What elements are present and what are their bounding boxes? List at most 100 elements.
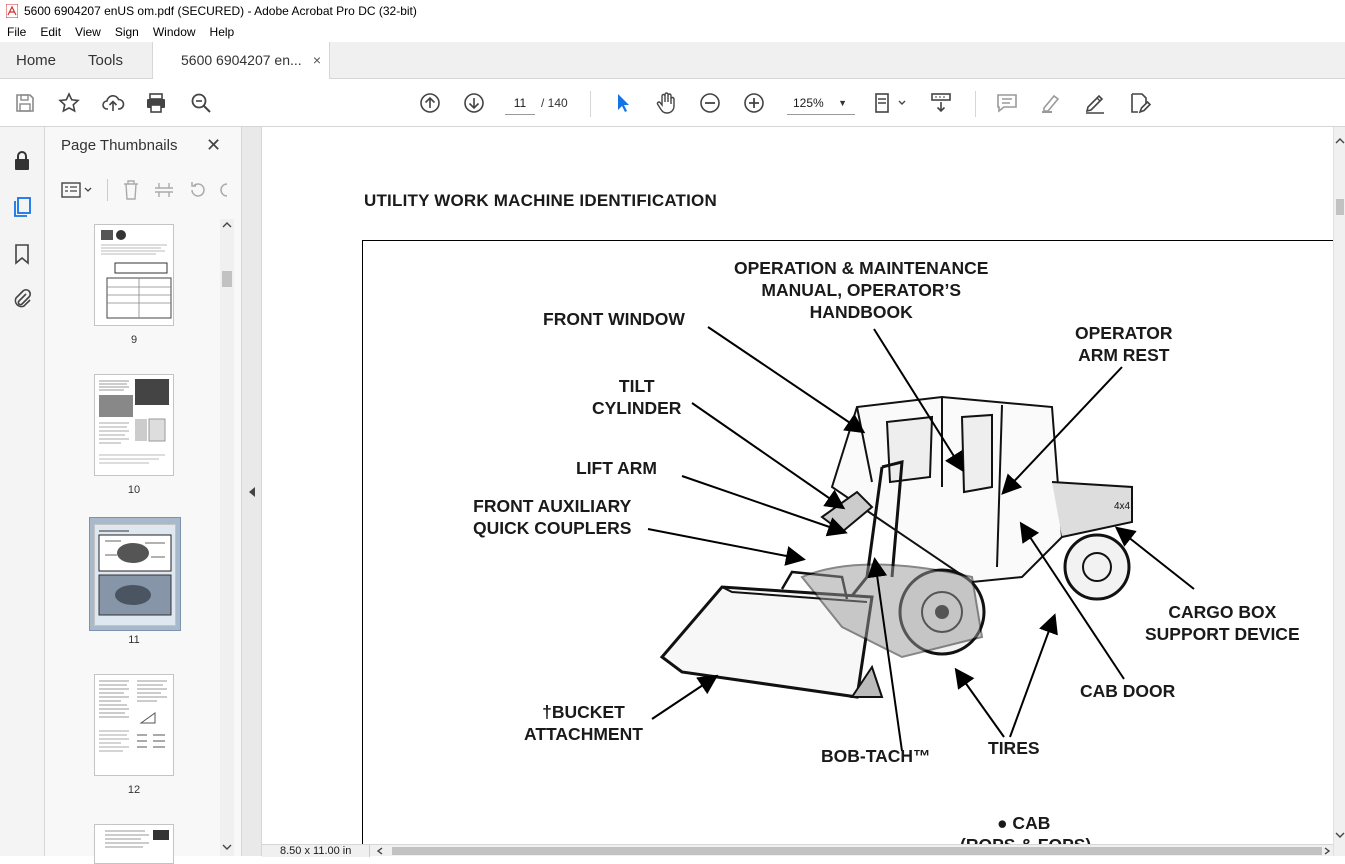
fit-page-icon[interactable] (873, 91, 909, 115)
window-titlebar: 5600 6904207 enUS om.pdf (SECURED) - Ado… (0, 0, 1345, 22)
comment-icon[interactable] (995, 91, 1019, 115)
thumbnails-panel: Page Thumbnails ✕ 9 10 (45, 127, 242, 864)
page-thumbnails-icon[interactable] (10, 195, 34, 219)
thumbnail-page-number: 10 (127, 484, 141, 496)
callout-tilt-cylinder-line2: CYLINDER (592, 398, 682, 418)
panel-collapse-strip[interactable] (242, 127, 262, 856)
callout-om-manual-line1: OPERATION & MAINTENANCE (734, 258, 989, 278)
chevron-right-icon[interactable] (1323, 847, 1331, 855)
callout-leader-lines (647, 326, 1195, 752)
rotate-icon[interactable] (187, 179, 209, 201)
tab-home[interactable]: Home (16, 52, 57, 69)
thumbnails-scrollbar[interactable] (220, 219, 234, 856)
star-icon[interactable] (57, 91, 81, 115)
callout-cab-door: CAB DOOR (1080, 681, 1176, 701)
scroll-mode-icon[interactable] (929, 91, 953, 115)
tab-document[interactable]: 5600 6904207 en... × (152, 42, 330, 80)
print-icon[interactable] (144, 91, 168, 115)
left-rail (0, 127, 45, 856)
callout-tilt-cylinder: TILT CYLINDER (592, 375, 681, 419)
edit-pdf-icon[interactable] (1127, 91, 1152, 115)
page-size-label: 8.50 x 11.00 in (262, 845, 370, 857)
save-icon[interactable] (13, 91, 37, 115)
page-up-icon[interactable] (418, 91, 442, 115)
panel-title: Page Thumbnails (61, 137, 178, 154)
extract-page-icon[interactable] (153, 179, 175, 201)
thumbnail-options-icon[interactable] (61, 181, 95, 199)
page-down-icon[interactable] (462, 91, 486, 115)
menu-edit[interactable]: Edit (40, 25, 62, 39)
page-heading: UTILITY WORK MACHINE IDENTIFICATION (364, 191, 717, 210)
chevron-down-icon[interactable] (222, 843, 232, 851)
thumbnail-page[interactable] (94, 224, 174, 326)
scrollbar-thumb[interactable] (392, 847, 1322, 855)
svg-text:4x4: 4x4 (1114, 501, 1131, 512)
rotate-clockwise-icon[interactable] (217, 179, 229, 201)
chevron-up-icon[interactable] (1335, 137, 1345, 145)
thumbnail-page-number: 11 (128, 634, 140, 646)
thumbnail-page[interactable] (94, 674, 174, 776)
callout-bucket-line2: ATTACHMENT (524, 724, 643, 744)
callout-bucket-attachment: †BUCKET ATTACHMENT (524, 701, 643, 745)
callout-operator-arm-rest-line1: OPERATOR (1075, 323, 1173, 343)
scrollbar-thumb[interactable] (1336, 199, 1344, 215)
callout-front-aux-couplers: FRONT AUXILIARY QUICK COUPLERS (473, 495, 631, 539)
zoom-in-icon[interactable] (742, 91, 766, 115)
thumbnail-page[interactable] (94, 824, 174, 864)
toolbar (0, 79, 1345, 127)
tab-close-icon[interactable]: × (312, 52, 321, 68)
thumbnail-page[interactable] (94, 524, 176, 626)
page-preview-icon (99, 680, 167, 752)
select-arrow-icon[interactable] (611, 91, 635, 115)
callout-tilt-cylinder-line1: TILT (618, 376, 655, 396)
page-preview-icon (105, 830, 169, 848)
tab-tools[interactable]: Tools (88, 52, 124, 69)
chevron-down-icon: ▼ (838, 98, 847, 108)
callout-rops-fops: (ROPS & FOPS) (960, 834, 1091, 844)
callout-lift-arm: LIFT ARM (576, 458, 657, 478)
document-horizontal-scrollbar[interactable]: 8.50 x 11.00 in (262, 844, 1333, 857)
callout-cargo-box-line2: SUPPORT DEVICE (1145, 624, 1300, 644)
lock-icon[interactable] (10, 149, 34, 173)
pdf-page: UTILITY WORK MACHINE IDENTIFICATION 4x4 (262, 127, 1333, 844)
menu-help[interactable]: Help (209, 25, 235, 39)
menu-file[interactable]: File (7, 25, 27, 39)
utility-work-machine-illustration: 4x4 (659, 395, 1133, 699)
menu-view[interactable]: View (75, 25, 101, 39)
callout-operator-arm-rest-line2: ARM REST (1078, 345, 1170, 365)
callout-bucket-line1: †BUCKET (542, 702, 625, 722)
attachment-icon[interactable] (10, 287, 34, 311)
page-number-input[interactable]: 11 (505, 91, 535, 115)
toolbar-divider (975, 91, 976, 117)
bookmark-icon[interactable] (10, 242, 34, 266)
callout-tires: TIRES (988, 738, 1040, 758)
acrobat-logo-icon (6, 4, 18, 18)
close-icon[interactable]: ✕ (206, 135, 222, 155)
highlight-icon[interactable] (1039, 91, 1063, 115)
delete-page-icon[interactable] (121, 179, 141, 201)
callout-cargo-box-support: CARGO BOX SUPPORT DEVICE (1145, 601, 1300, 645)
document-view[interactable]: UTILITY WORK MACHINE IDENTIFICATION 4x4 (262, 127, 1333, 844)
menu-sign[interactable]: Sign (114, 25, 139, 39)
tab-document-label: 5600 6904207 en... (181, 52, 302, 68)
zoom-out-icon[interactable] (698, 91, 722, 115)
window-title: 5600 6904207 enUS om.pdf (SECURED) - Ado… (24, 4, 417, 18)
scrollbar-thumb[interactable] (222, 271, 232, 287)
hand-icon[interactable] (654, 91, 678, 115)
chevron-left-icon[interactable] (376, 847, 384, 855)
zoom-value: 125% (793, 96, 824, 110)
chevron-down-icon[interactable] (1335, 831, 1345, 839)
document-vertical-scrollbar[interactable] (1333, 127, 1345, 856)
page-preview-icon (98, 530, 172, 616)
zoom-search-icon[interactable] (189, 91, 213, 115)
toolbar-divider (590, 91, 591, 117)
upload-icon[interactable] (101, 91, 125, 115)
zoom-select[interactable]: 125% ▼ (787, 91, 855, 115)
callout-front-aux-line1: FRONT AUXILIARY (473, 496, 632, 516)
chevron-up-icon[interactable] (222, 221, 232, 229)
menu-window[interactable]: Window (152, 25, 196, 39)
tab-bar: Home Tools 5600 6904207 en... × (0, 42, 1345, 80)
collapse-arrow-icon[interactable] (248, 487, 256, 497)
sign-icon[interactable] (1083, 91, 1107, 115)
thumbnail-page[interactable] (94, 374, 174, 476)
